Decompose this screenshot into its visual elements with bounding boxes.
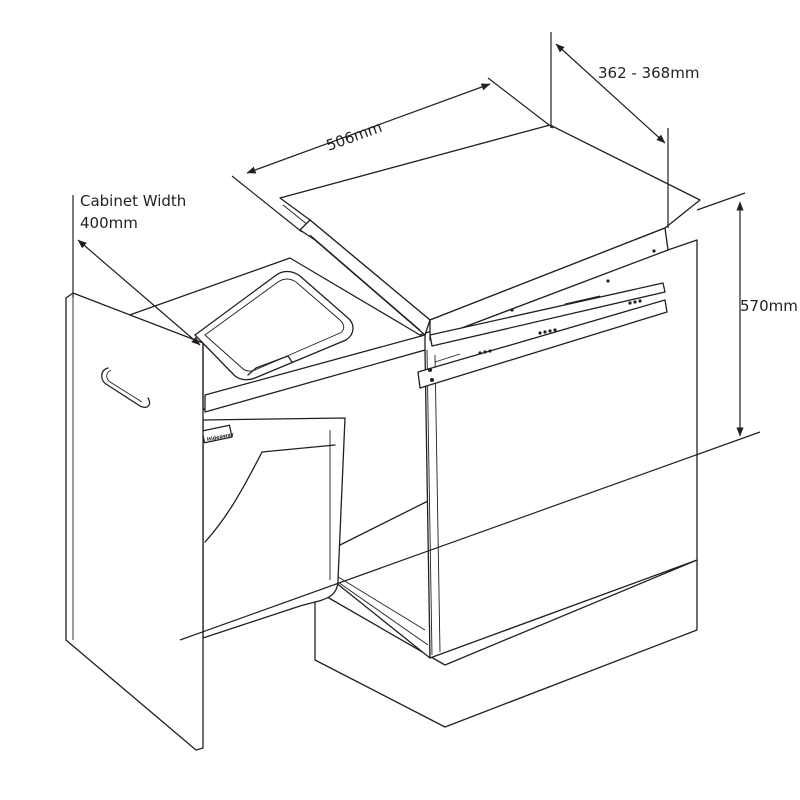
runner-lower	[417, 299, 668, 389]
bin-opening	[194, 270, 354, 381]
bin-door-panel	[65, 292, 204, 751]
bin-door-handle-icon	[101, 367, 151, 408]
dimension-lines	[72, 32, 761, 641]
bin-handle-recess	[204, 444, 336, 543]
dim-506-ext-right	[487, 77, 554, 129]
dim-width-arrow	[77, 239, 201, 346]
runner-upper	[429, 282, 666, 347]
label-cabinet-width-value: 400mm	[80, 214, 138, 232]
label-height: 570mm	[740, 297, 798, 315]
label-depth: 362 - 368mm	[598, 64, 699, 82]
waste-bin	[202, 417, 346, 639]
dim-506-ext-left	[231, 175, 303, 233]
cabinet-inner-frame	[299, 219, 431, 336]
pullout-frame: Hideaway	[65, 257, 426, 751]
pullout-front-face	[204, 334, 426, 413]
dim-506-arrow	[246, 83, 491, 174]
cabinet-top-slab-front	[429, 227, 669, 341]
dim-depth-arrow	[555, 43, 666, 144]
svg-text:Hideaway: Hideaway	[206, 431, 235, 443]
label-length: 506mm	[324, 118, 385, 155]
cabinet-plinth	[314, 559, 698, 728]
drawer-runners	[417, 249, 668, 389]
dim-height-ext-top	[696, 192, 746, 211]
label-cabinet-width: Cabinet Width	[80, 192, 186, 210]
dim-height-ext-bottom	[179, 431, 761, 641]
